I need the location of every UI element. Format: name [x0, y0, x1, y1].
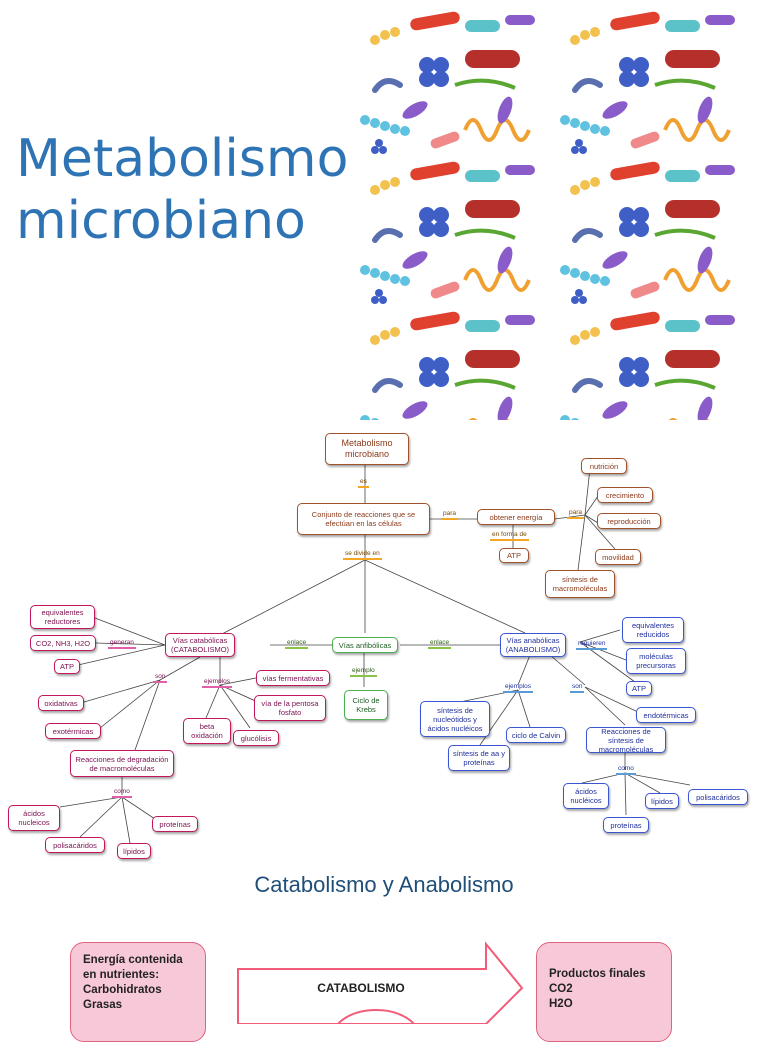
node-crecimiento: crecimiento [597, 487, 653, 503]
link-para-1: para [441, 510, 459, 520]
node-acidos-nucleicos-2: ácidos nucléicos [563, 783, 609, 809]
energia-line-2: en nutrientes: [83, 969, 160, 981]
node-endotermicas: endotérmicas [636, 707, 696, 723]
link-enlace-1: enlace [285, 639, 309, 649]
node-lipidos-1: lípidos [117, 843, 151, 859]
productos-line-3: H2O [549, 998, 573, 1010]
node-sintesis-nucleotidos: síntesis de nucleótidos y ácidos nucléic… [420, 701, 490, 737]
node-proteinas-2: proteínas [603, 817, 649, 833]
node-energia: obtener energía [477, 509, 555, 525]
node-proteinas-1: proteínas [152, 816, 198, 832]
node-polisacaridos-2: polisacáridos [688, 789, 748, 805]
node-beta-oxidacion: beta oxidación [183, 718, 231, 744]
microbe-pattern-image [355, 10, 755, 420]
productos-line-1: Productos finales [549, 968, 646, 980]
link-son-1: son [153, 673, 168, 683]
energia-line-4: Grasas [83, 999, 123, 1011]
energia-line-3: Carbohidratos [83, 984, 162, 996]
link-requieren: requieren [576, 640, 608, 650]
node-anabolicas: Vías anabólicas (ANABOLISMO) [500, 633, 566, 657]
node-atp-1: ATP [499, 548, 529, 563]
node-catabolicas: Vías catabólicas (CATABOLISMO) [165, 633, 235, 657]
node-anfibolicas: Vías anfibólicas [332, 637, 398, 653]
slide-title: Metabolismo microbiano [16, 128, 356, 252]
node-root: Metabolismo microbiano [325, 433, 409, 465]
productos-line-2: CO2 [549, 983, 573, 995]
link-como-1: como [112, 788, 132, 798]
node-pentosa-fosfato: vía de la pentosa fosfato [254, 695, 326, 721]
node-moleculas-precursoras: moléculas precursoras [626, 648, 686, 674]
concept-map: Metabolismo microbiano es Conjunto de re… [0, 425, 768, 865]
node-sintesis-macromoleculas: Reacciones de síntesis de macromoléculas [586, 727, 666, 754]
node-equivalentes-reductores: equivalentes reductores [30, 605, 95, 629]
node-sintesis-macro: síntesis de macromoléculas [545, 570, 615, 598]
node-atp-3: ATP [626, 681, 652, 696]
node-atp-2: ATP [54, 659, 80, 674]
link-en-forma-de: en forma de [490, 531, 529, 541]
link-ejemplos-3: ejemplos [503, 683, 534, 693]
node-degradacion: Reacciones de degradación de macromolécu… [70, 750, 174, 777]
node-vias-fermentativas: vías fermentativas [256, 670, 330, 686]
link-generan: generan [108, 639, 136, 649]
link-como-2: como [616, 765, 636, 775]
node-equivalentes-reducidos: equivalentes reducidos [622, 617, 684, 643]
node-exotermicas: exotérmicas [45, 723, 101, 739]
title-line-2: microbiano [16, 191, 306, 251]
box-productos-finales: Productos finales CO2 H2O [536, 942, 672, 1042]
link-son-2: son [570, 683, 585, 693]
catabolismo-arrow [237, 941, 524, 1024]
node-ciclo-calvin: ciclo de Calvin [506, 727, 566, 743]
section-heading: Catabolismo y Anabolismo [254, 872, 514, 897]
link-enlace-2: enlace [428, 639, 452, 649]
node-oxidativas: oxidativas [38, 695, 84, 711]
node-reproduccion: reproducción [597, 513, 661, 529]
link-es: es [358, 478, 369, 488]
link-para-2: para [567, 509, 585, 519]
node-glucolisis: glucólisis [233, 730, 279, 746]
node-polisacaridos-1: polisacáridos [45, 837, 105, 853]
node-co2-nh3-h2o: CO2, NH3, H2O [30, 635, 96, 651]
node-ciclo-krebs: Ciclo de Krebs [344, 690, 388, 720]
link-ejemplo-2: ejemplo [350, 667, 377, 677]
link-ejemplos-1: ejemplos [202, 678, 233, 688]
node-nutricion: nutrición [581, 458, 627, 474]
node-movilidad: movilidad [595, 549, 641, 565]
node-lipidos-2: lípidos [645, 793, 679, 809]
box-energia-nutrientes: Energía contenida en nutrientes: Carbohi… [70, 942, 206, 1042]
energia-line-1: Energía contenida [83, 954, 183, 966]
node-acidos-nucleicos-1: ácidos nucleicos [8, 805, 60, 831]
title-line-1: Metabolismo [16, 129, 349, 189]
node-sintesis-aa: síntesis de aa y proteínas [448, 745, 510, 771]
link-se-divide-en: se divide en [343, 550, 382, 560]
catabolismo-label: CATABOLISMO [317, 981, 405, 995]
node-definition: Conjunto de reacciones que se efectúan e… [297, 503, 430, 535]
